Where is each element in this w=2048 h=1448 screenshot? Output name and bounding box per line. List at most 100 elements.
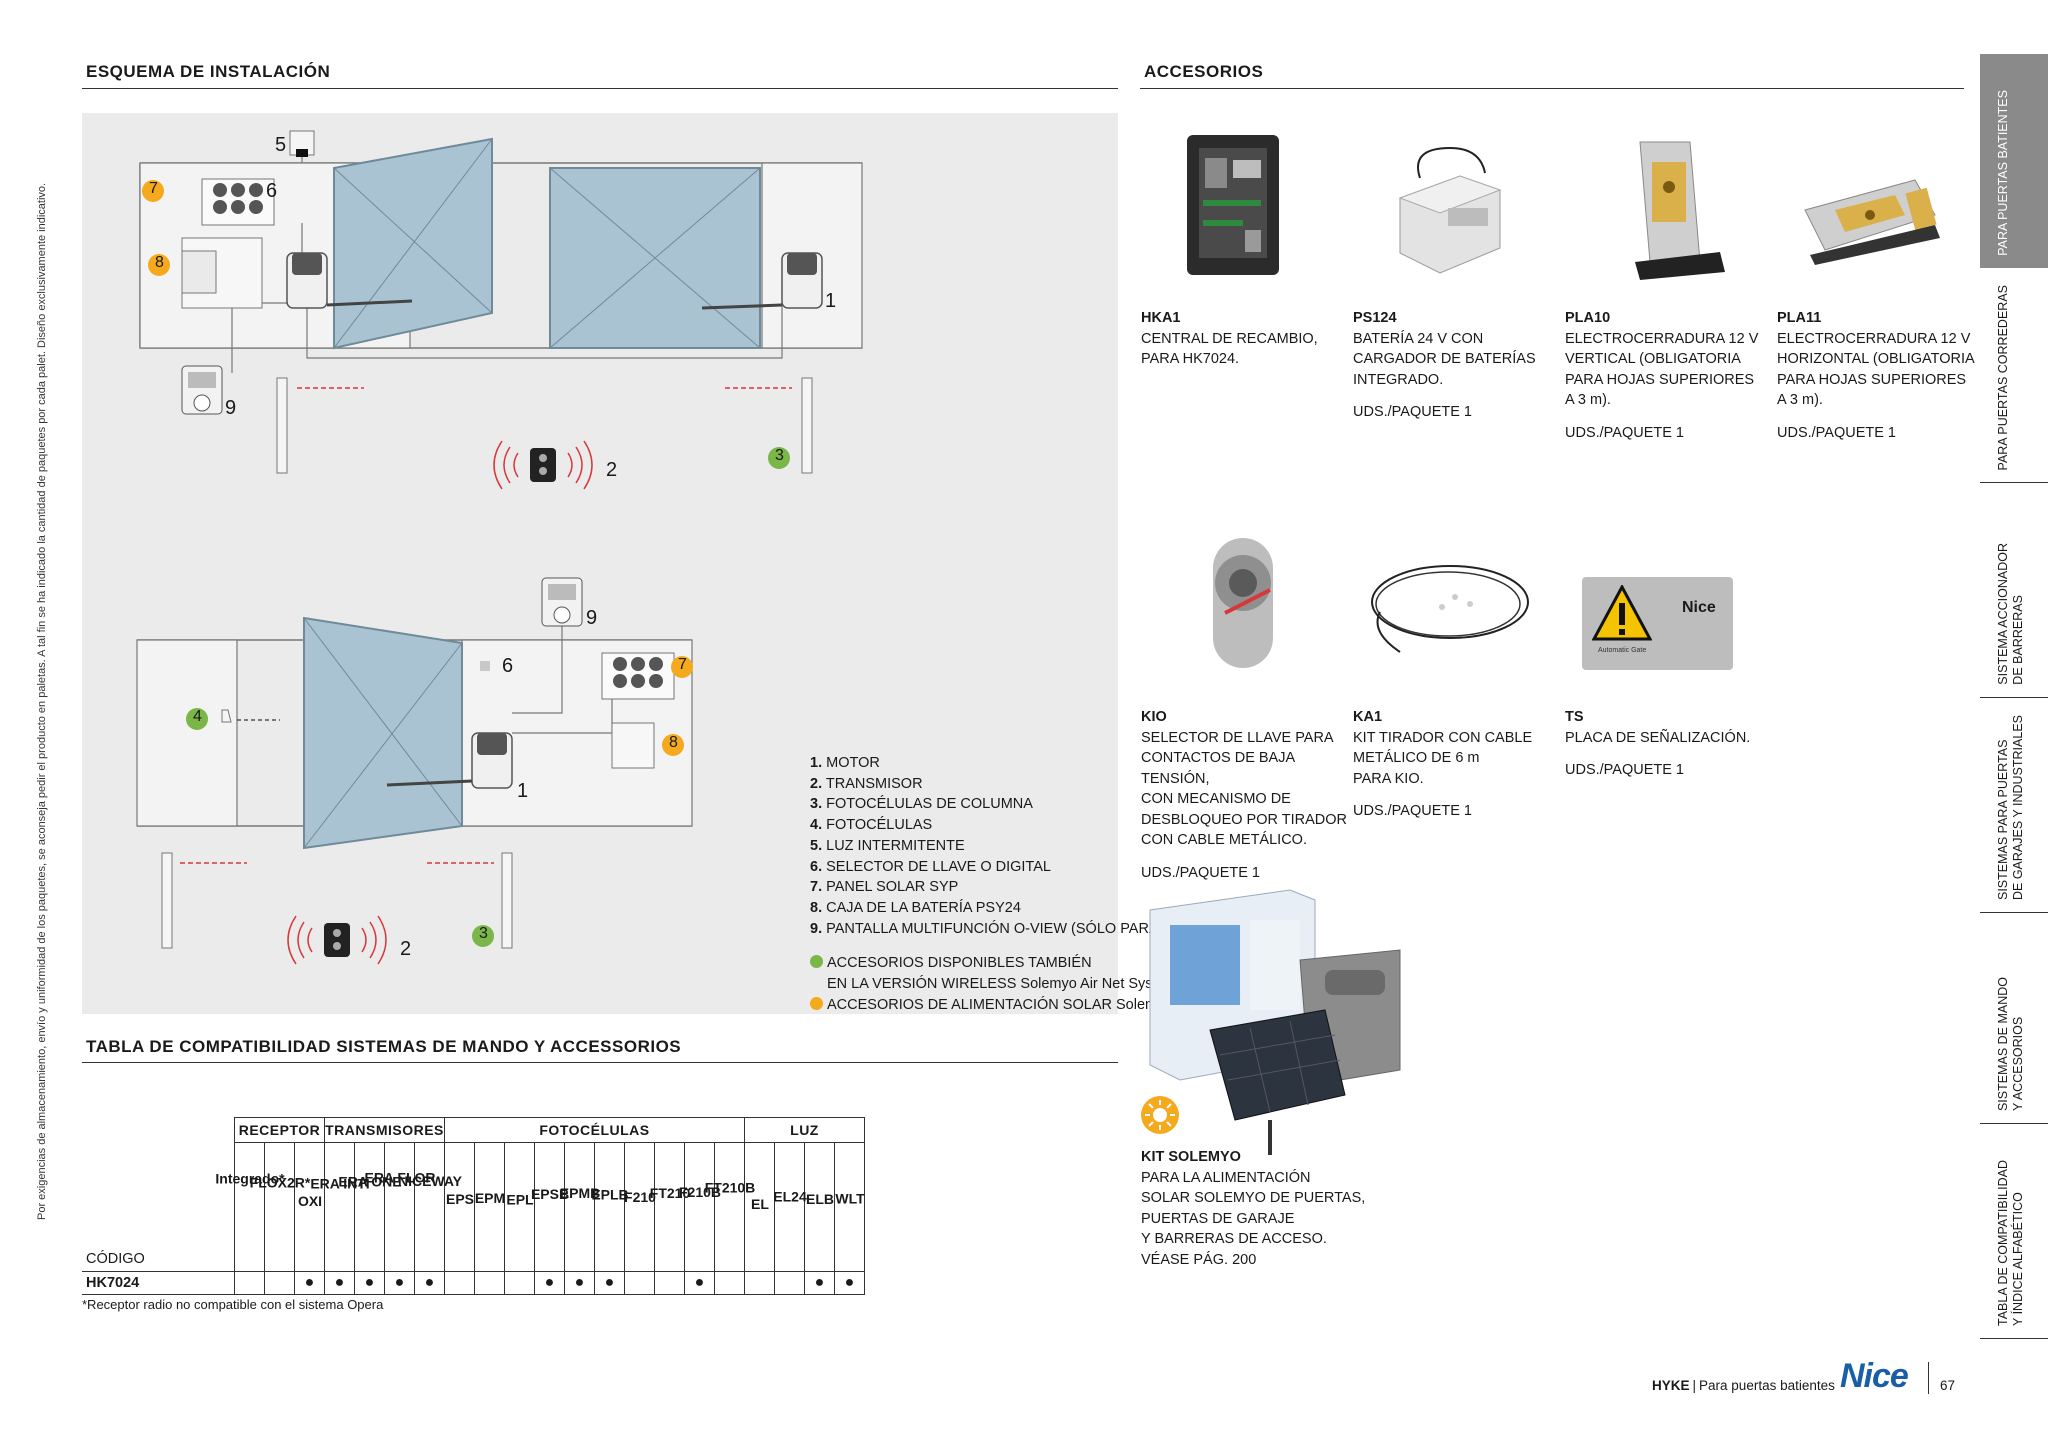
- accessory-desc: KIT TIRADOR CON CABLE METÁLICO DE 6 m PA…: [1353, 729, 1533, 787]
- accessory-pkg: UDS./PAQUETE 1: [1565, 762, 1684, 778]
- group-header: RECEPTOR: [234, 1117, 325, 1143]
- accessory-desc: ELECTROCERRADURA 12 V VERTICAL (OBLIGATO…: [1565, 330, 1759, 409]
- label-5: 5: [275, 134, 287, 156]
- tab-label: SISTEMAS DE MANDO Y ACCESORIOS: [1996, 976, 2025, 1111]
- accessory-code: TS: [1565, 709, 1584, 725]
- footer-divider: [1928, 1362, 1929, 1394]
- group-header: TRANSMISORES: [324, 1117, 445, 1143]
- page-number: 67: [1940, 1378, 1956, 1393]
- label-6: 6: [502, 655, 514, 677]
- accessory-desc: ELECTROCERRADURA 12 V HORIZONTAL (OBLIGA…: [1777, 330, 1975, 409]
- accessory-ts: TS PLACA DE SEÑALIZACIÓN. UDS./PAQUETE 1: [1565, 707, 1765, 781]
- col-header: FT210B: [704, 1142, 755, 1272]
- accessory-pla10: PLA10 ELECTROCERRADURA 12 V VERTICAL (OB…: [1565, 308, 1765, 443]
- tab-garajes-industriales[interactable]: SISTEMAS PARA PUERTAS DE GARAJES Y INDUS…: [1980, 698, 2048, 913]
- legend-note-green: ACCESORIOS DISPONIBLES TAMBIÉN: [810, 953, 1218, 974]
- accessory-code: KIO: [1141, 709, 1167, 725]
- compat-cell: ●: [534, 1271, 565, 1295]
- compat-cell: ●: [834, 1271, 865, 1295]
- rule: [82, 88, 1118, 89]
- legend-item: 4. FOTOCÉLULAS: [810, 817, 933, 834]
- legend-item: 8. CAJA DE LA BATERÍA PSY24: [810, 899, 1021, 916]
- col-header: Integrado*: [215, 1142, 284, 1272]
- installation-diagram: 5 6 7 8 1 9 2 3 9 6 7 8 4 1 2 3 1. MOTOR…: [82, 113, 1218, 1014]
- accessory-code: KIT SOLEMYO: [1141, 1149, 1241, 1165]
- section-title-compat: TABLA DE COMPATIBILIDAD SISTEMAS DE MAND…: [86, 1037, 682, 1056]
- diagram-drawing: [136, 130, 863, 965]
- compat-group-row: RECEPTOR TRANSMISORES FOTOCÉLULAS LUZ: [82, 1117, 865, 1143]
- tab-puertas-batientes[interactable]: PARA PUERTAS BATIENTES: [1980, 54, 2048, 268]
- section-title-accessories: ACCESORIOS: [1144, 62, 1264, 81]
- col-header: EPMB: [559, 1142, 600, 1272]
- compat-column-row: CÓDIGO Integrado* FLOX2R* OXI ERA INTI E…: [82, 1142, 865, 1272]
- label-9: 9: [586, 607, 598, 629]
- footer-subtitle: Para puertas batientes: [1699, 1378, 1835, 1393]
- badge-8: 8: [669, 734, 678, 751]
- legend-item: 2. TRANSMISOR: [810, 775, 923, 792]
- ka1-cable-image: [1371, 565, 1529, 653]
- legend-item: 6. SELECTOR DE LLAVE O DIGITAL: [810, 858, 1051, 875]
- accessory-ka1: KA1 KIT TIRADOR CON CABLE METÁLICO DE 6 …: [1353, 707, 1553, 822]
- compat-footnote: *Receptor radio no compatible con el sis…: [82, 1297, 384, 1312]
- col-header: ELB: [804, 1142, 835, 1272]
- row-header: CÓDIGO: [86, 1251, 145, 1267]
- legend-item: 1. MOTOR: [810, 755, 880, 771]
- tab-barreras[interactable]: SISTEMA ACCIONADOR DE BARRERAS: [1980, 483, 2048, 698]
- accessory-pkg: UDS./PAQUETE 1: [1777, 424, 1896, 441]
- col-header: ERA ONE: [338, 1142, 401, 1272]
- tab-label: PARA PUERTAS CORREDERAS: [1996, 284, 2010, 470]
- accessory-kio: KIO SELECTOR DE LLAVE PARA CONTACTOS DE …: [1141, 707, 1351, 883]
- tab-sistemas-mando[interactable]: SISTEMAS DE MANDO Y ACCESORIOS: [1980, 913, 2048, 1124]
- legend-item: 7. PANEL SOLAR SYP: [810, 879, 959, 896]
- col-header: EPS: [444, 1142, 475, 1272]
- compat-cell: [474, 1271, 505, 1295]
- nice-logo: Nice: [1840, 1357, 1909, 1395]
- footer-text: HYKE|Para puertas batientes: [1652, 1378, 1835, 1393]
- accessory-ps124: PS124 BATERÍA 24 V CON CARGADOR DE BATER…: [1353, 308, 1553, 423]
- accessory-hka1: HKA1 CENTRAL DE RECAMBIO, PARA HK7024.: [1141, 308, 1341, 370]
- rule: [1140, 88, 1964, 89]
- accessory-code: HKA1: [1141, 310, 1181, 326]
- ts-sign-image: Nice Automatic Gate: [1582, 577, 1733, 670]
- green-dot-icon: [810, 955, 823, 969]
- col-header: NICEWAY: [397, 1142, 462, 1272]
- compat-cell: ●: [594, 1271, 625, 1295]
- col-header: EL: [744, 1142, 775, 1272]
- section-title-installation: ESQUEMA DE INSTALACIÓN: [86, 62, 331, 81]
- accessory-code: PLA11: [1777, 310, 1822, 326]
- compat-cell: ●: [384, 1271, 415, 1295]
- legend-item: 9. PANTALLA MULTIFUNCIÓN O-VIEW (SÓLO PA…: [810, 920, 1219, 937]
- compat-cell: ●: [414, 1271, 445, 1295]
- legend-item: 5. LUZ INTERMITENTE: [810, 837, 965, 854]
- tab-puertas-correderas[interactable]: PARA PUERTAS CORREDERAS: [1980, 268, 2048, 483]
- rule: [82, 1062, 1118, 1063]
- badge-7: 7: [149, 180, 158, 197]
- compat-cell: ●: [564, 1271, 595, 1295]
- col-header: EPLB: [591, 1142, 628, 1272]
- col-header: WLT: [834, 1142, 865, 1272]
- label-2: 2: [400, 938, 412, 960]
- accessory-pla11: PLA11 ELECTROCERRADURA 12 V HORIZONTAL (…: [1777, 308, 1977, 443]
- accessory-pkg: UDS./PAQUETE 1: [1141, 864, 1260, 881]
- pla10-lock-image: [1635, 141, 1725, 280]
- col-header: EPL: [504, 1142, 535, 1272]
- yellow-dot-icon: [810, 996, 823, 1010]
- label-1: 1: [517, 780, 529, 802]
- accessory-desc: CENTRAL DE RECAMBIO, PARA HK7024.: [1141, 330, 1318, 368]
- accessory-desc: SELECTOR DE LLAVE PARA CONTACTOS DE BAJA…: [1141, 729, 1347, 849]
- badge-8: 8: [155, 254, 164, 271]
- accessory-kit-solemyo: KIT SOLEMYO PARA LA ALIMENTACIÓN SOLAR S…: [1141, 1147, 1371, 1270]
- ps124-battery-image: [1398, 146, 1502, 274]
- accessory-code: PS124: [1353, 310, 1397, 326]
- accessory-desc: PLACA DE SEÑALIZACIÓN.: [1565, 729, 1751, 746]
- accessory-pkg: UDS./PAQUETE 1: [1565, 424, 1684, 441]
- col-header: EL24: [773, 1142, 806, 1272]
- tab-compatibilidad[interactable]: TABLA DE COMPATIBILIDAD Y ÍNDICE ALFABÉT…: [1980, 1124, 2048, 1339]
- tab-label: SISTEMA ACCIONADOR DE BARRERAS: [1996, 543, 2025, 685]
- tab-label: PARA PUERTAS BATIENTES: [1996, 90, 2010, 256]
- col-header: F210: [624, 1142, 655, 1272]
- label-9: 9: [225, 397, 237, 419]
- compat-cell: [654, 1271, 685, 1295]
- legend-item: 3. FOTOCÉLULAS DE COLUMNA: [810, 796, 1033, 813]
- badge-7: 7: [678, 656, 687, 673]
